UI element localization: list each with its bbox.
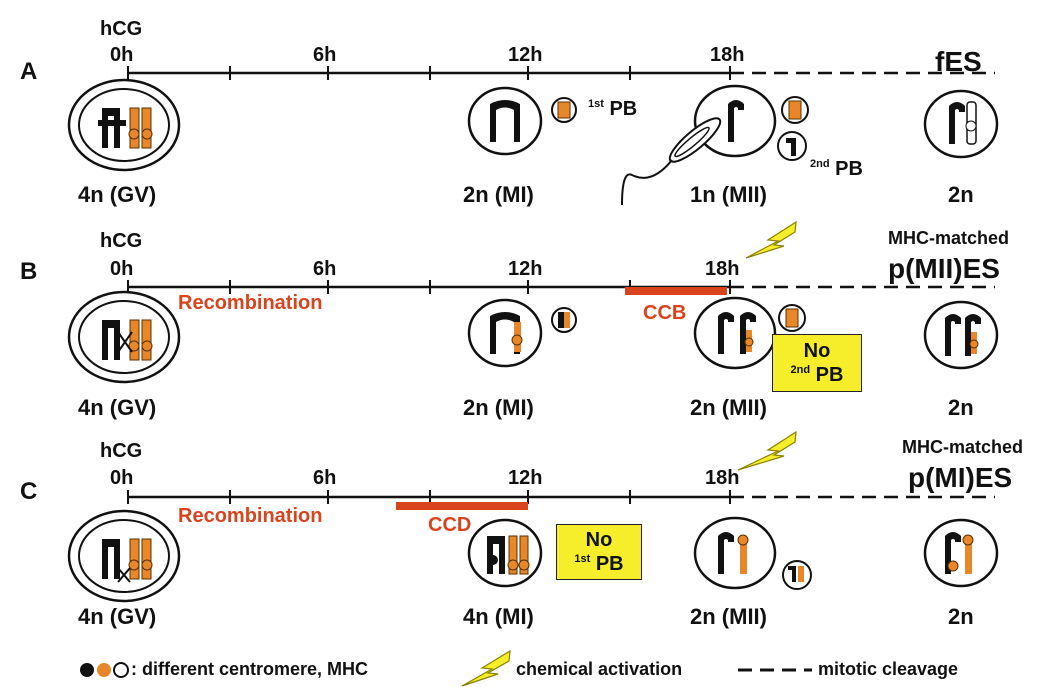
legend-cleavage: mitotic cleavage xyxy=(818,659,959,679)
time-0h-c: 0h xyxy=(110,467,134,489)
mhc-matched-b: MHC-matched xyxy=(888,228,1010,248)
timeline-c xyxy=(127,490,995,510)
hcg-label-b: hCG xyxy=(100,230,143,252)
stage-b-0: 4n (GV) xyxy=(78,395,157,420)
oocyte-b-es xyxy=(923,300,999,370)
stage-a-3: 2n xyxy=(948,182,974,207)
time-12h-a: 12h xyxy=(508,44,543,66)
oocyte-c-mi xyxy=(467,518,543,588)
oocyte-c-gv xyxy=(67,509,181,603)
stage-c-2: 2n (MII) xyxy=(690,604,767,629)
second-pb-label: 2nd PB xyxy=(810,158,863,180)
hcg-label-a: hCG xyxy=(100,18,143,40)
time-6h-b: 6h xyxy=(313,258,337,280)
time-0h-a: 0h xyxy=(110,44,134,66)
time-6h-a: 6h xyxy=(313,44,337,66)
oocyte-b-gv xyxy=(67,290,181,384)
recombination-c: Recombination xyxy=(178,505,323,527)
time-0h-b: 0h xyxy=(110,258,134,280)
oocyte-a-gv xyxy=(67,78,181,172)
legend-activation: chemical activation xyxy=(516,659,683,679)
stage-c-1: 4n (MI) xyxy=(463,604,534,629)
first-pb-label: 1st PB xyxy=(588,98,638,120)
stage-b-1: 2n (MI) xyxy=(463,395,534,420)
stage-b-3: 2n xyxy=(948,395,974,420)
ccb-label: CCB xyxy=(643,302,687,324)
stage-b-2: 2n (MII) xyxy=(690,395,767,420)
stage-a-1: 2n (MI) xyxy=(463,182,534,207)
stage-a-2: 1n (MII) xyxy=(690,182,767,207)
lightning-icon xyxy=(745,220,797,259)
recombination-b: Recombination xyxy=(178,292,323,314)
panel-letter-b: B xyxy=(20,258,38,285)
oocyte-b-mi xyxy=(467,298,577,368)
time-18h-c: 18h xyxy=(705,467,740,489)
time-12h-b: 12h xyxy=(508,258,543,280)
oocyte-c-es xyxy=(923,518,999,588)
end-label-c: p(MI)ES xyxy=(908,462,1013,493)
oocyte-a-fes xyxy=(923,89,999,159)
legend-centromere: : different centromere, MHC xyxy=(131,659,369,679)
ccb-bar xyxy=(625,287,727,295)
end-label-a: fES xyxy=(935,46,982,77)
stage-a-0: 4n (GV) xyxy=(78,182,157,207)
panel-letter-a: A xyxy=(20,58,38,85)
time-12h-c: 12h xyxy=(508,467,543,489)
stage-c-0: 4n (GV) xyxy=(78,604,157,629)
legend-dot-white xyxy=(113,662,129,678)
timeline-a xyxy=(127,66,995,80)
legend-dot-orange xyxy=(97,663,111,677)
stage-c-3: 2n xyxy=(948,604,974,629)
time-18h-b: 18h xyxy=(705,258,740,280)
ccd-label: CCD xyxy=(428,514,472,536)
hcg-label-c: hCG xyxy=(100,440,143,462)
no-1st-pb-box: No 1st PB xyxy=(556,524,642,580)
timeline-b xyxy=(127,280,995,295)
lightning-icon xyxy=(737,430,797,471)
oocyte-a-mi xyxy=(467,86,577,156)
no-2nd-pb-box: No 2nd PB xyxy=(772,334,862,392)
oocyte-c-mii xyxy=(693,516,812,590)
time-6h-c: 6h xyxy=(313,467,337,489)
end-label-b: p(MII)ES xyxy=(888,253,1000,284)
ccd-bar xyxy=(396,502,528,510)
legend-dot-black xyxy=(80,663,94,677)
oocyte-b-mii xyxy=(693,296,806,370)
oocyte-a-mii xyxy=(621,84,809,206)
panel-letter-c: C xyxy=(20,478,38,505)
mhc-matched-c: MHC-matched xyxy=(902,437,1024,457)
legend-lightning-icon xyxy=(461,649,511,687)
time-18h-a: 18h xyxy=(710,44,745,66)
